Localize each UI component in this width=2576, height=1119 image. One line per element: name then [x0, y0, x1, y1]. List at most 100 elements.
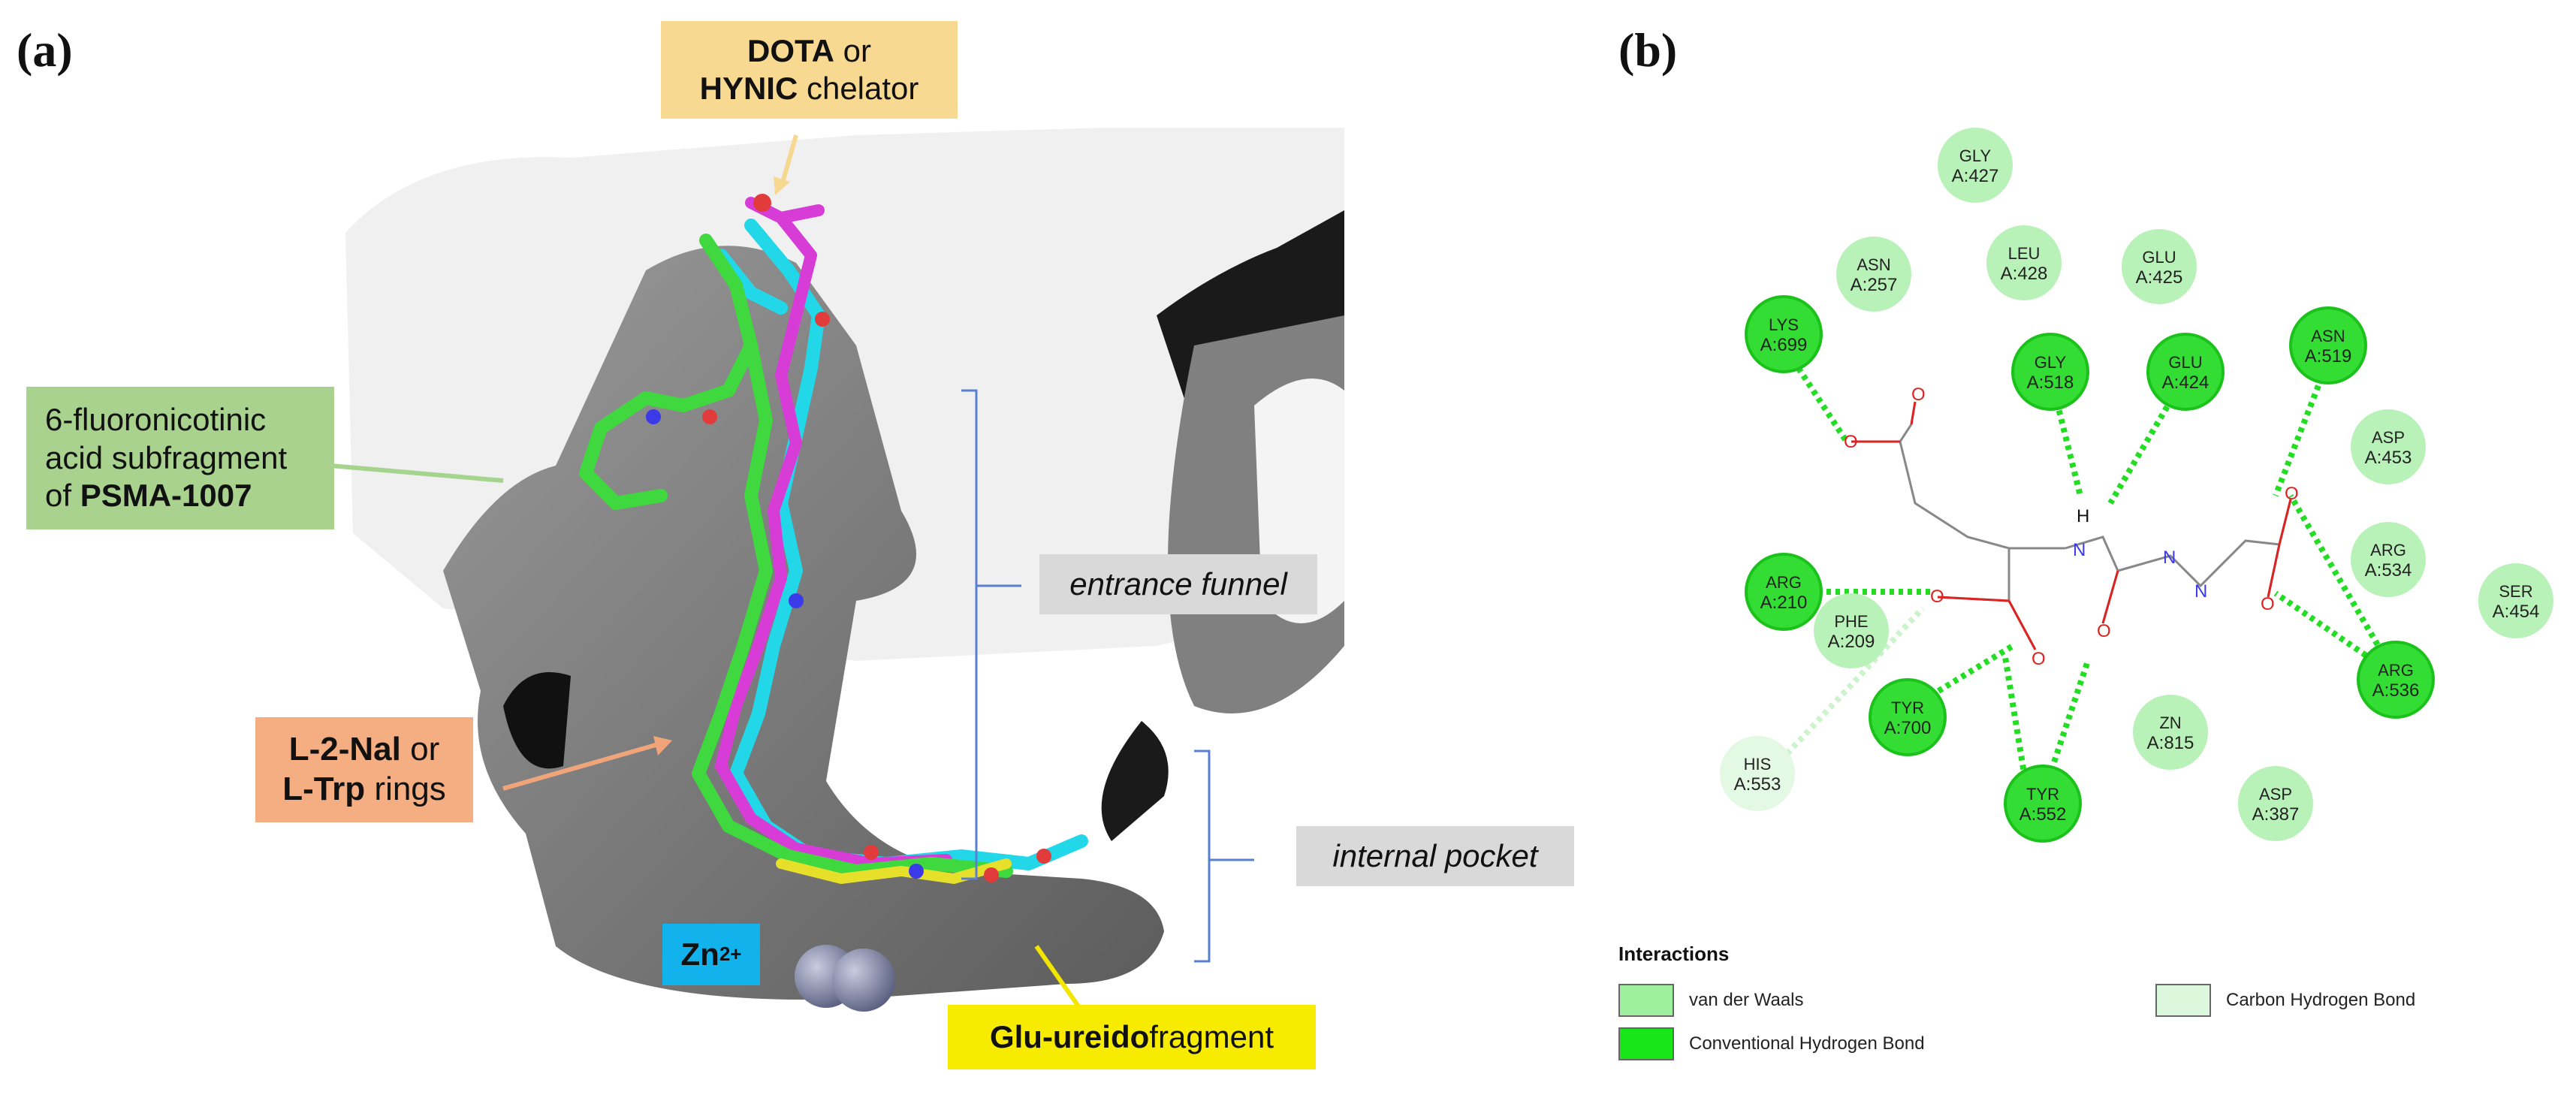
chelator-or: or	[834, 32, 871, 68]
residue-disc	[2289, 306, 2367, 385]
chelator-arrow	[779, 134, 798, 189]
residue-number: A:519	[2305, 346, 2352, 366]
interaction-diagram: O O O O O O O H N N N GLYA:427ASNA:257LE…	[1720, 128, 2553, 843]
legend-item-hbond: Conventional Hydrogen Bond	[1618, 1027, 1925, 1060]
residue-disc	[1720, 736, 1795, 811]
residue-name: TYR	[1891, 698, 1924, 717]
legend-label-chbond: Carbon Hydrogen Bond	[2226, 990, 2416, 1010]
ligand-heteroatoms	[702, 194, 1051, 882]
residue-disc	[2351, 409, 2426, 484]
entrance-funnel-label: entrance funnel	[1039, 554, 1317, 614]
residue-zn815: ZNA:815	[2133, 695, 2208, 770]
nal-arrow	[502, 741, 662, 791]
residue-disc	[1814, 593, 1889, 668]
residue-disc	[2122, 229, 2197, 304]
legend-swatch-chbond	[2155, 984, 2211, 1017]
atom-n3: N	[2194, 581, 2207, 602]
chelator-dota: DOTA	[747, 32, 834, 68]
legend-label-vdw: van der Waals	[1689, 990, 1804, 1010]
residue-disc	[1836, 237, 1911, 312]
atom-o7: O	[2261, 594, 2275, 614]
residue-disc	[2478, 563, 2553, 638]
residue-number: A:536	[2372, 680, 2420, 701]
legend-item-chbond: Carbon Hydrogen Bond	[2155, 984, 2415, 1017]
residue-name: ASN	[2311, 327, 2345, 345]
residue-number: A:424	[2162, 372, 2210, 393]
residue-name: HIS	[1744, 755, 1772, 774]
residue-disc	[1986, 225, 2062, 300]
legend-swatch-hbond	[1618, 1027, 1674, 1060]
legend-title: Interactions	[1618, 943, 1730, 965]
residue-name: PHE	[1834, 612, 1868, 631]
chelator-hynic: HYNIC	[699, 71, 798, 106]
residue-name: TYR	[2026, 785, 2059, 804]
atom-n1: N	[2073, 540, 2086, 560]
panel-a-letter: (a)	[17, 23, 73, 77]
residue-number: A:453	[2365, 448, 2412, 468]
atom-o6: O	[2285, 484, 2299, 504]
ligand-yellow	[776, 858, 1012, 884]
rings-word: rings	[365, 771, 446, 807]
legend: Interactions van der Waals Carbon Hydrog…	[1618, 943, 2565, 1085]
panel-b-letter: (b)	[1618, 23, 1678, 77]
internal-bracket	[1194, 750, 1254, 963]
residue-disc	[1938, 128, 2013, 203]
residue-number: A:425	[2136, 267, 2183, 288]
residue-name: LEU	[2008, 244, 2041, 263]
residue-number: A:209	[1828, 632, 1875, 652]
fluoro-line1: 6-fluoronicotinic	[45, 402, 267, 438]
residue-number: A:387	[2252, 804, 2300, 825]
residue-disc	[2133, 695, 2208, 770]
atom-h: H	[2077, 506, 2089, 526]
residue-name: GLU	[2142, 248, 2176, 267]
fluoro-of: of	[45, 478, 80, 514]
residue-disc	[1869, 678, 1947, 756]
atom-o5: O	[2097, 621, 2111, 641]
cavity-shadow-left	[503, 672, 571, 769]
residue-number: A:534	[2365, 560, 2412, 581]
residue-disc	[1745, 295, 1823, 373]
residue-disc	[2004, 765, 2082, 843]
zn-text: Zn	[680, 936, 719, 972]
trp-bold: L-Trp	[282, 771, 366, 807]
residue-disc	[2011, 333, 2089, 411]
atom-o2: O	[1911, 385, 1926, 405]
residue-disc	[2357, 641, 2435, 719]
residue-name: ARG	[2378, 661, 2414, 680]
binding-cavity	[443, 246, 1164, 1000]
zn-sup: 2+	[719, 943, 742, 966]
residue-name: ASP	[2259, 785, 2292, 804]
residue-number: A:815	[2147, 733, 2194, 753]
entrance-bracket	[961, 389, 1021, 880]
atom-o3: O	[1930, 587, 1944, 607]
fluoro-arrow	[330, 463, 504, 483]
residue-disc	[2146, 333, 2225, 411]
residue-name: LYS	[1769, 315, 1799, 334]
nal-bold: L-2-Nal	[288, 731, 401, 768]
legend-label-hbond: Conventional Hydrogen Bond	[1689, 1033, 1925, 1054]
chelator-word: chelator	[798, 71, 919, 106]
nal-or: or	[400, 731, 440, 768]
zinc-ions	[795, 945, 895, 1012]
residue-name: ARG	[2370, 541, 2406, 560]
ligand-green	[579, 234, 1013, 878]
docking-pose-render	[330, 128, 1344, 1023]
glu-rest: fragment	[1149, 1018, 1274, 1054]
ligand-oxygen-bonds	[1851, 401, 2292, 650]
